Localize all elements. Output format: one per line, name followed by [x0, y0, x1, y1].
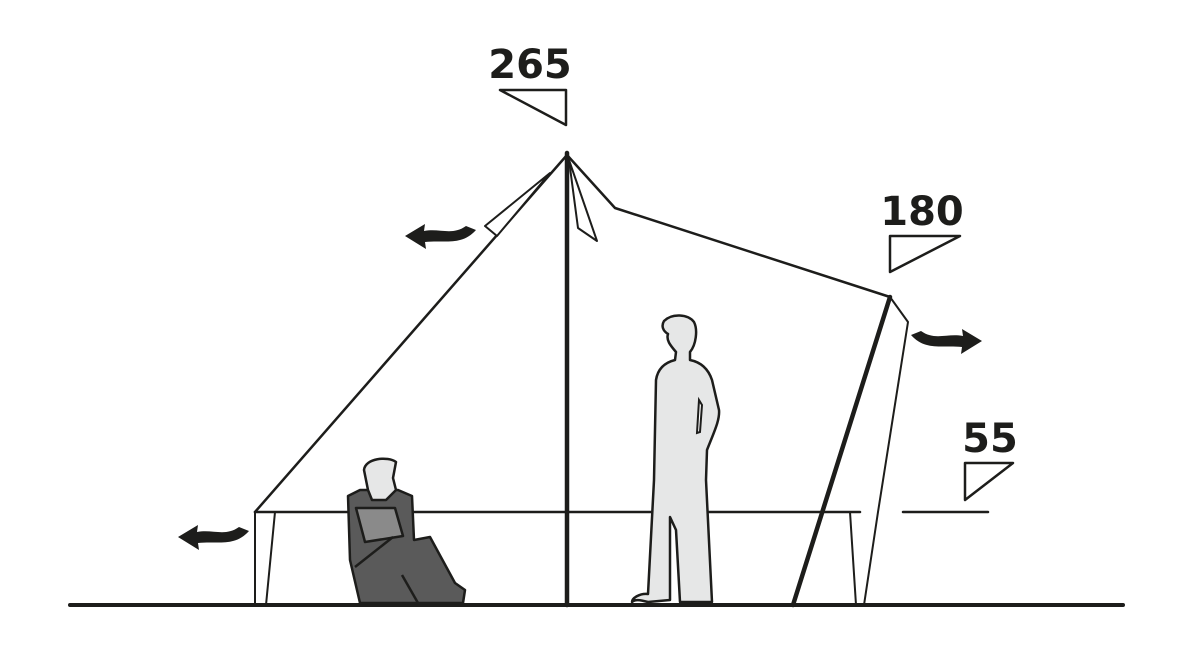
- tent-right-wall: [863, 296, 909, 606]
- airflow-arrow-icon: [911, 329, 982, 354]
- wall-height-triangle: [963, 461, 1015, 502]
- rear-height-triangle: [888, 234, 962, 274]
- tent-right-roof: [565, 153, 892, 299]
- airflow-arrow-icon: [405, 224, 476, 249]
- airflow-arrow-icon: [178, 525, 249, 550]
- peak-height-triangle: [498, 88, 568, 127]
- standing-person-arm-gap: [695, 396, 704, 435]
- rear-height-label: 180: [880, 189, 964, 235]
- tent-right-wall-panel: [849, 511, 857, 606]
- peak-height-label: 265: [488, 42, 572, 88]
- standing-person: [630, 314, 721, 604]
- tent-left-wall-panel: [265, 511, 276, 606]
- right-vent-flap: [568, 159, 598, 242]
- seated-person: [346, 457, 467, 605]
- wall-height-label: 55: [962, 416, 1018, 462]
- left-vent-flap: [484, 172, 551, 237]
- rear-pole: [790, 294, 893, 608]
